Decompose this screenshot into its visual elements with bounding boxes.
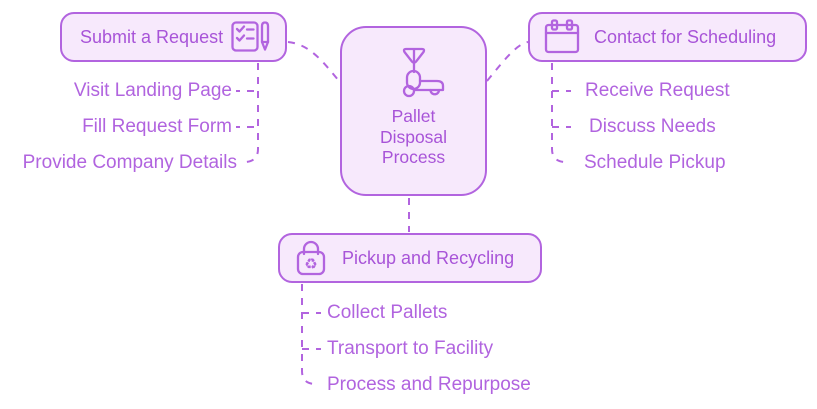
pallet-jack-icon xyxy=(402,47,444,98)
branch-node-label: Contact for Scheduling xyxy=(594,26,777,47)
checklist-pen-icon xyxy=(231,21,270,52)
leaf-visit-landing-page: Visit Landing Page xyxy=(73,80,232,101)
leaf-process-and-repurpose: Process and Repurpose xyxy=(327,374,531,395)
recycle-icon: ♻ xyxy=(304,255,317,273)
calendar-icon xyxy=(544,19,580,54)
root-node-pallet-disposal-process: Pallet Disposal Process xyxy=(340,26,487,196)
leaf-provide-company-details: Provide Company Details xyxy=(22,152,237,173)
leaf-receive-request: Receive Request xyxy=(585,80,730,101)
leaf-transport-to-facility: Transport to Facility xyxy=(327,338,494,359)
leaf-schedule-pickup: Schedule Pickup xyxy=(584,152,726,173)
branch-line-pickup xyxy=(301,284,319,385)
branch-node-pickup-and-recycling: ♻ Pickup and Recycling xyxy=(278,233,542,283)
branch-line-submit xyxy=(242,63,259,163)
branch-line-contact xyxy=(551,63,569,163)
branch-node-label: Submit a Request xyxy=(80,26,224,47)
branch-node-submit-a-request: Submit a Request xyxy=(60,12,287,62)
branch-node-label: Pickup and Recycling xyxy=(342,247,515,268)
leaf-fill-request-form: Fill Request Form xyxy=(82,116,232,137)
edge-submit-root xyxy=(287,41,340,82)
root-node-label: Pallet Disposal Process xyxy=(379,106,448,167)
leaf-collect-pallets: Collect Pallets xyxy=(327,302,448,323)
recycle-bag-icon: ♻ xyxy=(296,240,326,276)
edge-root-contact xyxy=(486,41,529,82)
branch-node-contact-for-scheduling: Contact for Scheduling xyxy=(528,12,807,62)
leaf-discuss-needs: Discuss Needs xyxy=(589,116,716,137)
